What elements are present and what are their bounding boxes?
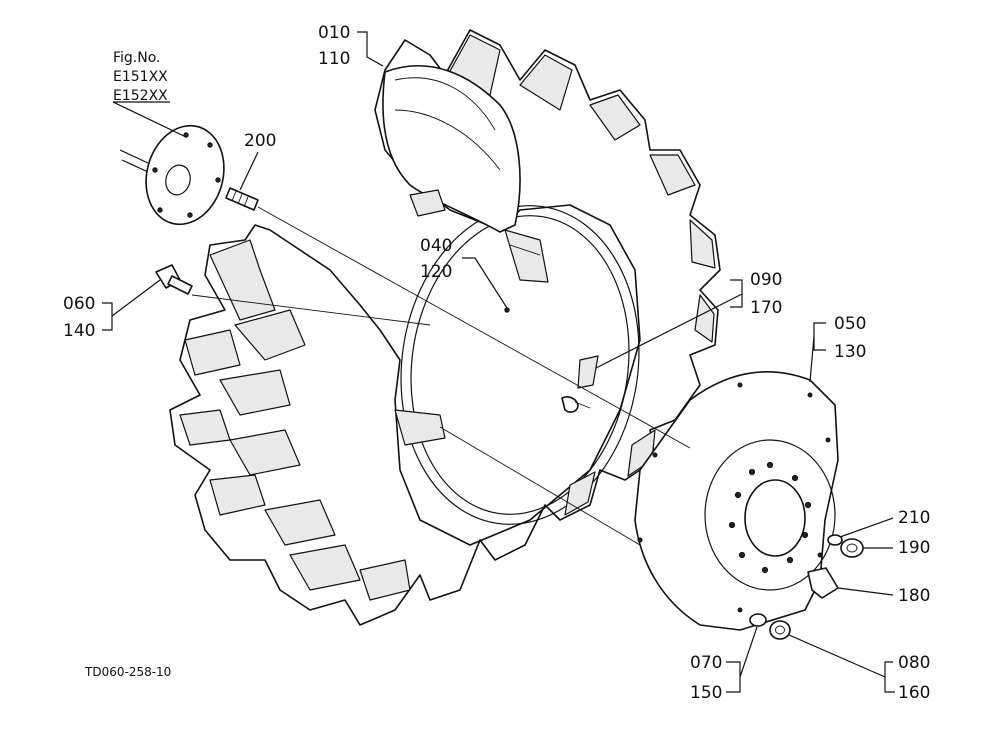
drawing-code: TD060-258-10: [84, 665, 171, 679]
callout-120: 120: [420, 262, 452, 282]
callout-070: 070: [690, 653, 722, 673]
callout-160: 160: [898, 683, 930, 703]
callout-090: 090: [750, 270, 782, 290]
wheel-disc: [634, 371, 839, 631]
alignment-lines: [191, 206, 691, 546]
washer-210: [827, 534, 843, 546]
stud-bolt: [225, 187, 259, 211]
washer-070: [749, 613, 767, 627]
callout-110: 110: [318, 49, 350, 69]
fig-number-1: E151XX: [113, 69, 168, 85]
labels: Fig.No. E151XX E152XX 010 110 200 040 12…: [63, 23, 930, 703]
callout-210: 210: [898, 508, 930, 528]
wheel-bolt: [155, 264, 193, 295]
nut-190: [840, 538, 864, 558]
leader-lines: [102, 31, 895, 693]
callout-040: 040: [420, 236, 452, 256]
callout-060: 060: [63, 294, 95, 314]
callout-180: 180: [898, 586, 930, 606]
rim: [382, 64, 599, 446]
hub-flange: [119, 124, 225, 226]
callout-080: 080: [898, 653, 930, 673]
callout-200: 200: [244, 131, 276, 151]
callout-150: 150: [690, 683, 722, 703]
tire: [169, 29, 721, 626]
callout-190: 190: [898, 538, 930, 558]
fig-number-2: E152XX: [113, 88, 168, 104]
callout-170: 170: [750, 298, 782, 318]
callout-130: 130: [834, 342, 866, 362]
callout-050: 050: [834, 314, 866, 334]
fig-no-label: Fig.No.: [113, 50, 161, 66]
nut-080: [769, 620, 791, 640]
callout-010: 010: [318, 23, 350, 43]
bolt-180: [807, 567, 839, 599]
callout-140: 140: [63, 321, 95, 341]
